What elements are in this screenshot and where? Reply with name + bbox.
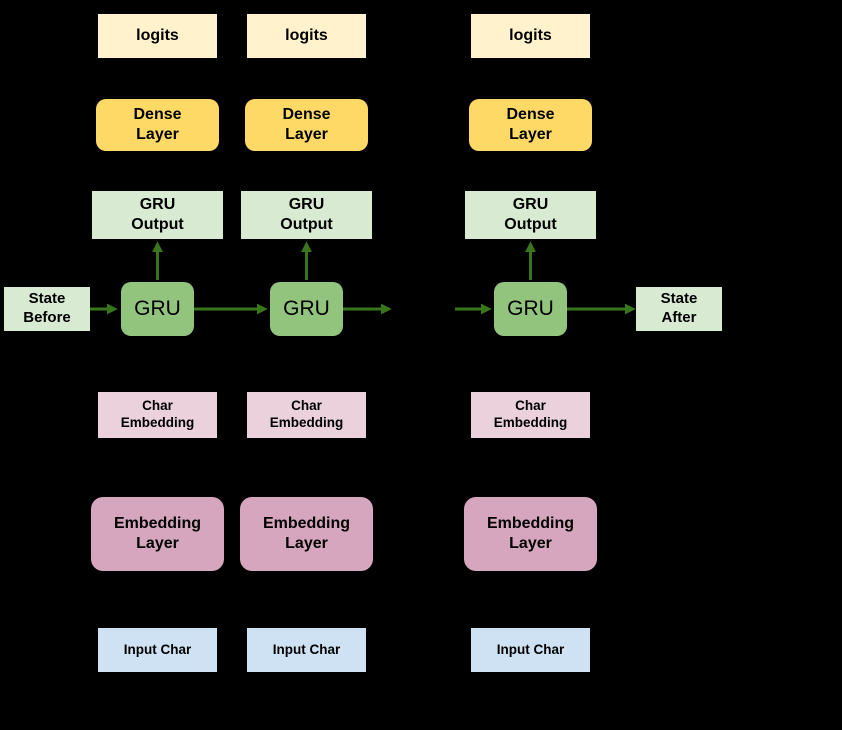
gru-output-label: GRU Output	[131, 196, 184, 233]
gru-box: GRU	[494, 282, 567, 336]
gru-output-label: GRU Output	[504, 196, 557, 233]
dense-layer-box: Dense Layer	[469, 99, 592, 151]
dense-layer-label: Dense Layer	[282, 106, 331, 143]
char-embedding-label: Char Embedding	[493, 398, 568, 430]
dense-layer-box: Dense Layer	[245, 99, 368, 151]
dense-layer-label: Dense Layer	[506, 106, 555, 143]
embedding-layer-label: Embedding Layer	[113, 515, 202, 552]
input-char-label: Input Char	[496, 641, 565, 657]
embedding-layer-box: Embedding Layer	[464, 497, 597, 571]
embedding-layer-label: Embedding Layer	[262, 515, 351, 552]
state-before-label: State Before	[23, 290, 71, 326]
dense-layer-label: Dense Layer	[133, 106, 182, 143]
logits-box: logits	[471, 14, 590, 58]
state-before-box: State Before	[4, 287, 90, 331]
gru-output-box: GRU Output	[241, 191, 372, 239]
logits-label: logits	[136, 27, 179, 44]
gru-box: GRU	[121, 282, 194, 336]
input-char-label: Input Char	[123, 641, 192, 657]
gru-label: GRU	[507, 296, 554, 320]
dense-layer-box: Dense Layer	[96, 99, 219, 151]
gru-output-label: GRU Output	[280, 196, 333, 233]
gru-label: GRU	[283, 296, 330, 320]
embedding-layer-box: Embedding Layer	[240, 497, 373, 571]
embedding-layer-label: Embedding Layer	[486, 515, 575, 552]
input-char-box: Input Char	[247, 628, 366, 672]
state-after-label: State After	[660, 290, 698, 326]
char-embedding-box: Char Embedding	[247, 392, 366, 438]
input-char-box: Input Char	[471, 628, 590, 672]
input-char-label: Input Char	[272, 641, 341, 657]
input-char-box: Input Char	[98, 628, 217, 672]
gru-label: GRU	[134, 296, 181, 320]
gru-output-box: GRU Output	[92, 191, 223, 239]
logits-label: logits	[285, 27, 328, 44]
char-embedding-box: Char Embedding	[98, 392, 217, 438]
logits-box: logits	[98, 14, 217, 58]
logits-box: logits	[247, 14, 366, 58]
embedding-layer-box: Embedding Layer	[91, 497, 224, 571]
state-after-box: State After	[636, 287, 722, 331]
logits-label: logits	[509, 27, 552, 44]
gru-output-box: GRU Output	[465, 191, 596, 239]
char-embedding-label: Char Embedding	[269, 398, 344, 430]
char-embedding-label: Char Embedding	[120, 398, 195, 430]
char-embedding-box: Char Embedding	[471, 392, 590, 438]
gru-box: GRU	[270, 282, 343, 336]
